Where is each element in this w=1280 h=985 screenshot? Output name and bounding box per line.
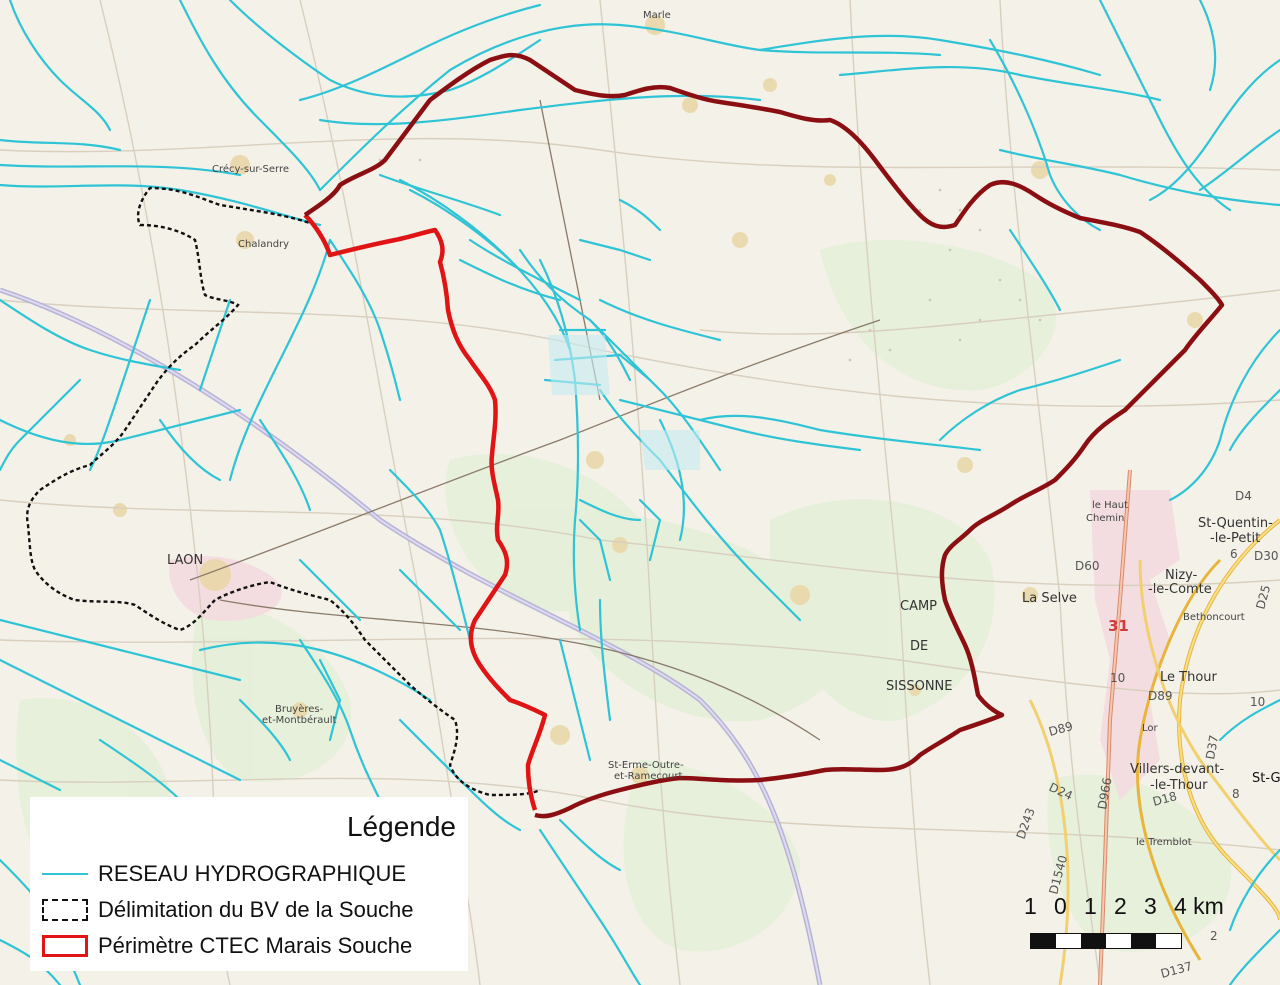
road-d8: 8 bbox=[1232, 787, 1240, 801]
road-d30: D30 bbox=[1254, 549, 1279, 563]
dashed-box-icon bbox=[40, 898, 90, 922]
ctec-west-edge bbox=[303, 213, 548, 811]
road-d89b: D89 bbox=[1047, 719, 1074, 739]
place-nizy-1: Nizy- bbox=[1165, 568, 1198, 583]
legend-title: Légende bbox=[346, 811, 456, 842]
scale-label-2: 2 bbox=[1114, 893, 1127, 919]
place-st-erme-2: et-Ramecourt bbox=[614, 771, 682, 782]
terrain-dots bbox=[378, 138, 1042, 362]
road-d2: 2 bbox=[1210, 929, 1218, 943]
place-st-quentin-1: St-Quentin- bbox=[1198, 516, 1273, 531]
road-d10b: 10 bbox=[1250, 695, 1265, 709]
marsh-area bbox=[548, 335, 700, 470]
ctec-perimeter bbox=[303, 52, 1225, 819]
scale-labels: 1 0 1 2 3 4 km bbox=[1022, 893, 1242, 923]
town-spots bbox=[64, 15, 1203, 784]
place-chalandry: Chalandry bbox=[238, 239, 289, 250]
road-d25: D25 bbox=[1253, 583, 1273, 610]
road-d89a: D89 bbox=[1148, 689, 1173, 703]
cyan-line-icon bbox=[40, 862, 90, 886]
legend-item-bv: Délimitation du BV de la Souche bbox=[40, 895, 414, 925]
place-le-thour: Le Thour bbox=[1160, 670, 1218, 685]
department-number: 31 bbox=[1108, 617, 1129, 635]
scale-label-0: 0 bbox=[1054, 893, 1067, 919]
place-bruyeres-1: Bruyères- bbox=[275, 703, 324, 715]
legend-label-ctec: Périmètre CTEC Marais Souche bbox=[98, 933, 413, 958]
red-box-icon bbox=[40, 934, 90, 958]
road-d6: 6 bbox=[1230, 547, 1238, 561]
place-st-erme-1: St-Erme-Outre- bbox=[608, 760, 684, 771]
road-d966: D966 bbox=[1095, 776, 1114, 810]
place-st-quentin-2: -le-Petit bbox=[1210, 531, 1260, 546]
scale-label-1b: 1 bbox=[1084, 893, 1097, 919]
place-villers-1: Villers-devant- bbox=[1130, 762, 1224, 777]
forest-areas bbox=[16, 240, 1232, 952]
edge-label: St-G bbox=[1252, 771, 1280, 786]
road-d10a: 10 bbox=[1110, 671, 1125, 685]
road-d18: D18 bbox=[1151, 789, 1178, 809]
place-laon: LAON bbox=[167, 553, 203, 568]
place-de: DE bbox=[910, 639, 928, 654]
scale-label-1: 1 bbox=[1024, 893, 1037, 919]
place-villers-2: -le-Thour bbox=[1150, 778, 1208, 793]
place-lor: Lor bbox=[1142, 723, 1159, 734]
scale-label-3: 3 bbox=[1144, 893, 1157, 919]
scale-label-4km: 4 km bbox=[1174, 893, 1224, 919]
scale-segments bbox=[1030, 933, 1182, 949]
place-nizy-2: -le-Comte bbox=[1148, 582, 1212, 597]
road-d60: D60 bbox=[1075, 559, 1100, 573]
place-crecy: Crécy-sur-Serre bbox=[212, 163, 289, 175]
place-marle: Marle bbox=[643, 10, 671, 21]
scale-bar: 1 0 1 2 3 4 km bbox=[1022, 893, 1224, 955]
place-bruyeres-2: et-Montbérault bbox=[262, 714, 337, 726]
motorway bbox=[0, 287, 823, 985]
ctec-east-edge bbox=[303, 52, 1225, 819]
legend-item-hydro: RESEAU HYDROGRAPHIQUE bbox=[40, 859, 406, 889]
place-camp: CAMP bbox=[900, 599, 937, 614]
place-haut-chemin-2: Chemin bbox=[1086, 513, 1124, 524]
place-tremblot: le Tremblot bbox=[1136, 837, 1192, 848]
legend-item-ctec: Périmètre CTEC Marais Souche bbox=[40, 931, 412, 961]
place-haut-chemin-1: le Haut bbox=[1092, 500, 1128, 511]
place-la-selve: La Selve bbox=[1022, 591, 1077, 606]
bv-souche-boundary bbox=[26, 186, 541, 797]
place-labels: Marle Crécy-sur-Serre Chalandry LAON St-… bbox=[167, 10, 1273, 848]
place-bethoncourt: Bethoncourt bbox=[1183, 612, 1245, 623]
road-d37: D37 bbox=[1203, 734, 1221, 761]
place-sissonne: SISSONNE bbox=[886, 679, 953, 694]
legend-label-hydro: RESEAU HYDROGRAPHIQUE bbox=[98, 861, 407, 886]
legend-panel: Légende RESEAU HYDROGRAPHIQUE Délimitati… bbox=[30, 797, 468, 971]
road-d4: D4 bbox=[1235, 489, 1252, 503]
legend-label-bv: Délimitation du BV de la Souche bbox=[98, 897, 414, 922]
